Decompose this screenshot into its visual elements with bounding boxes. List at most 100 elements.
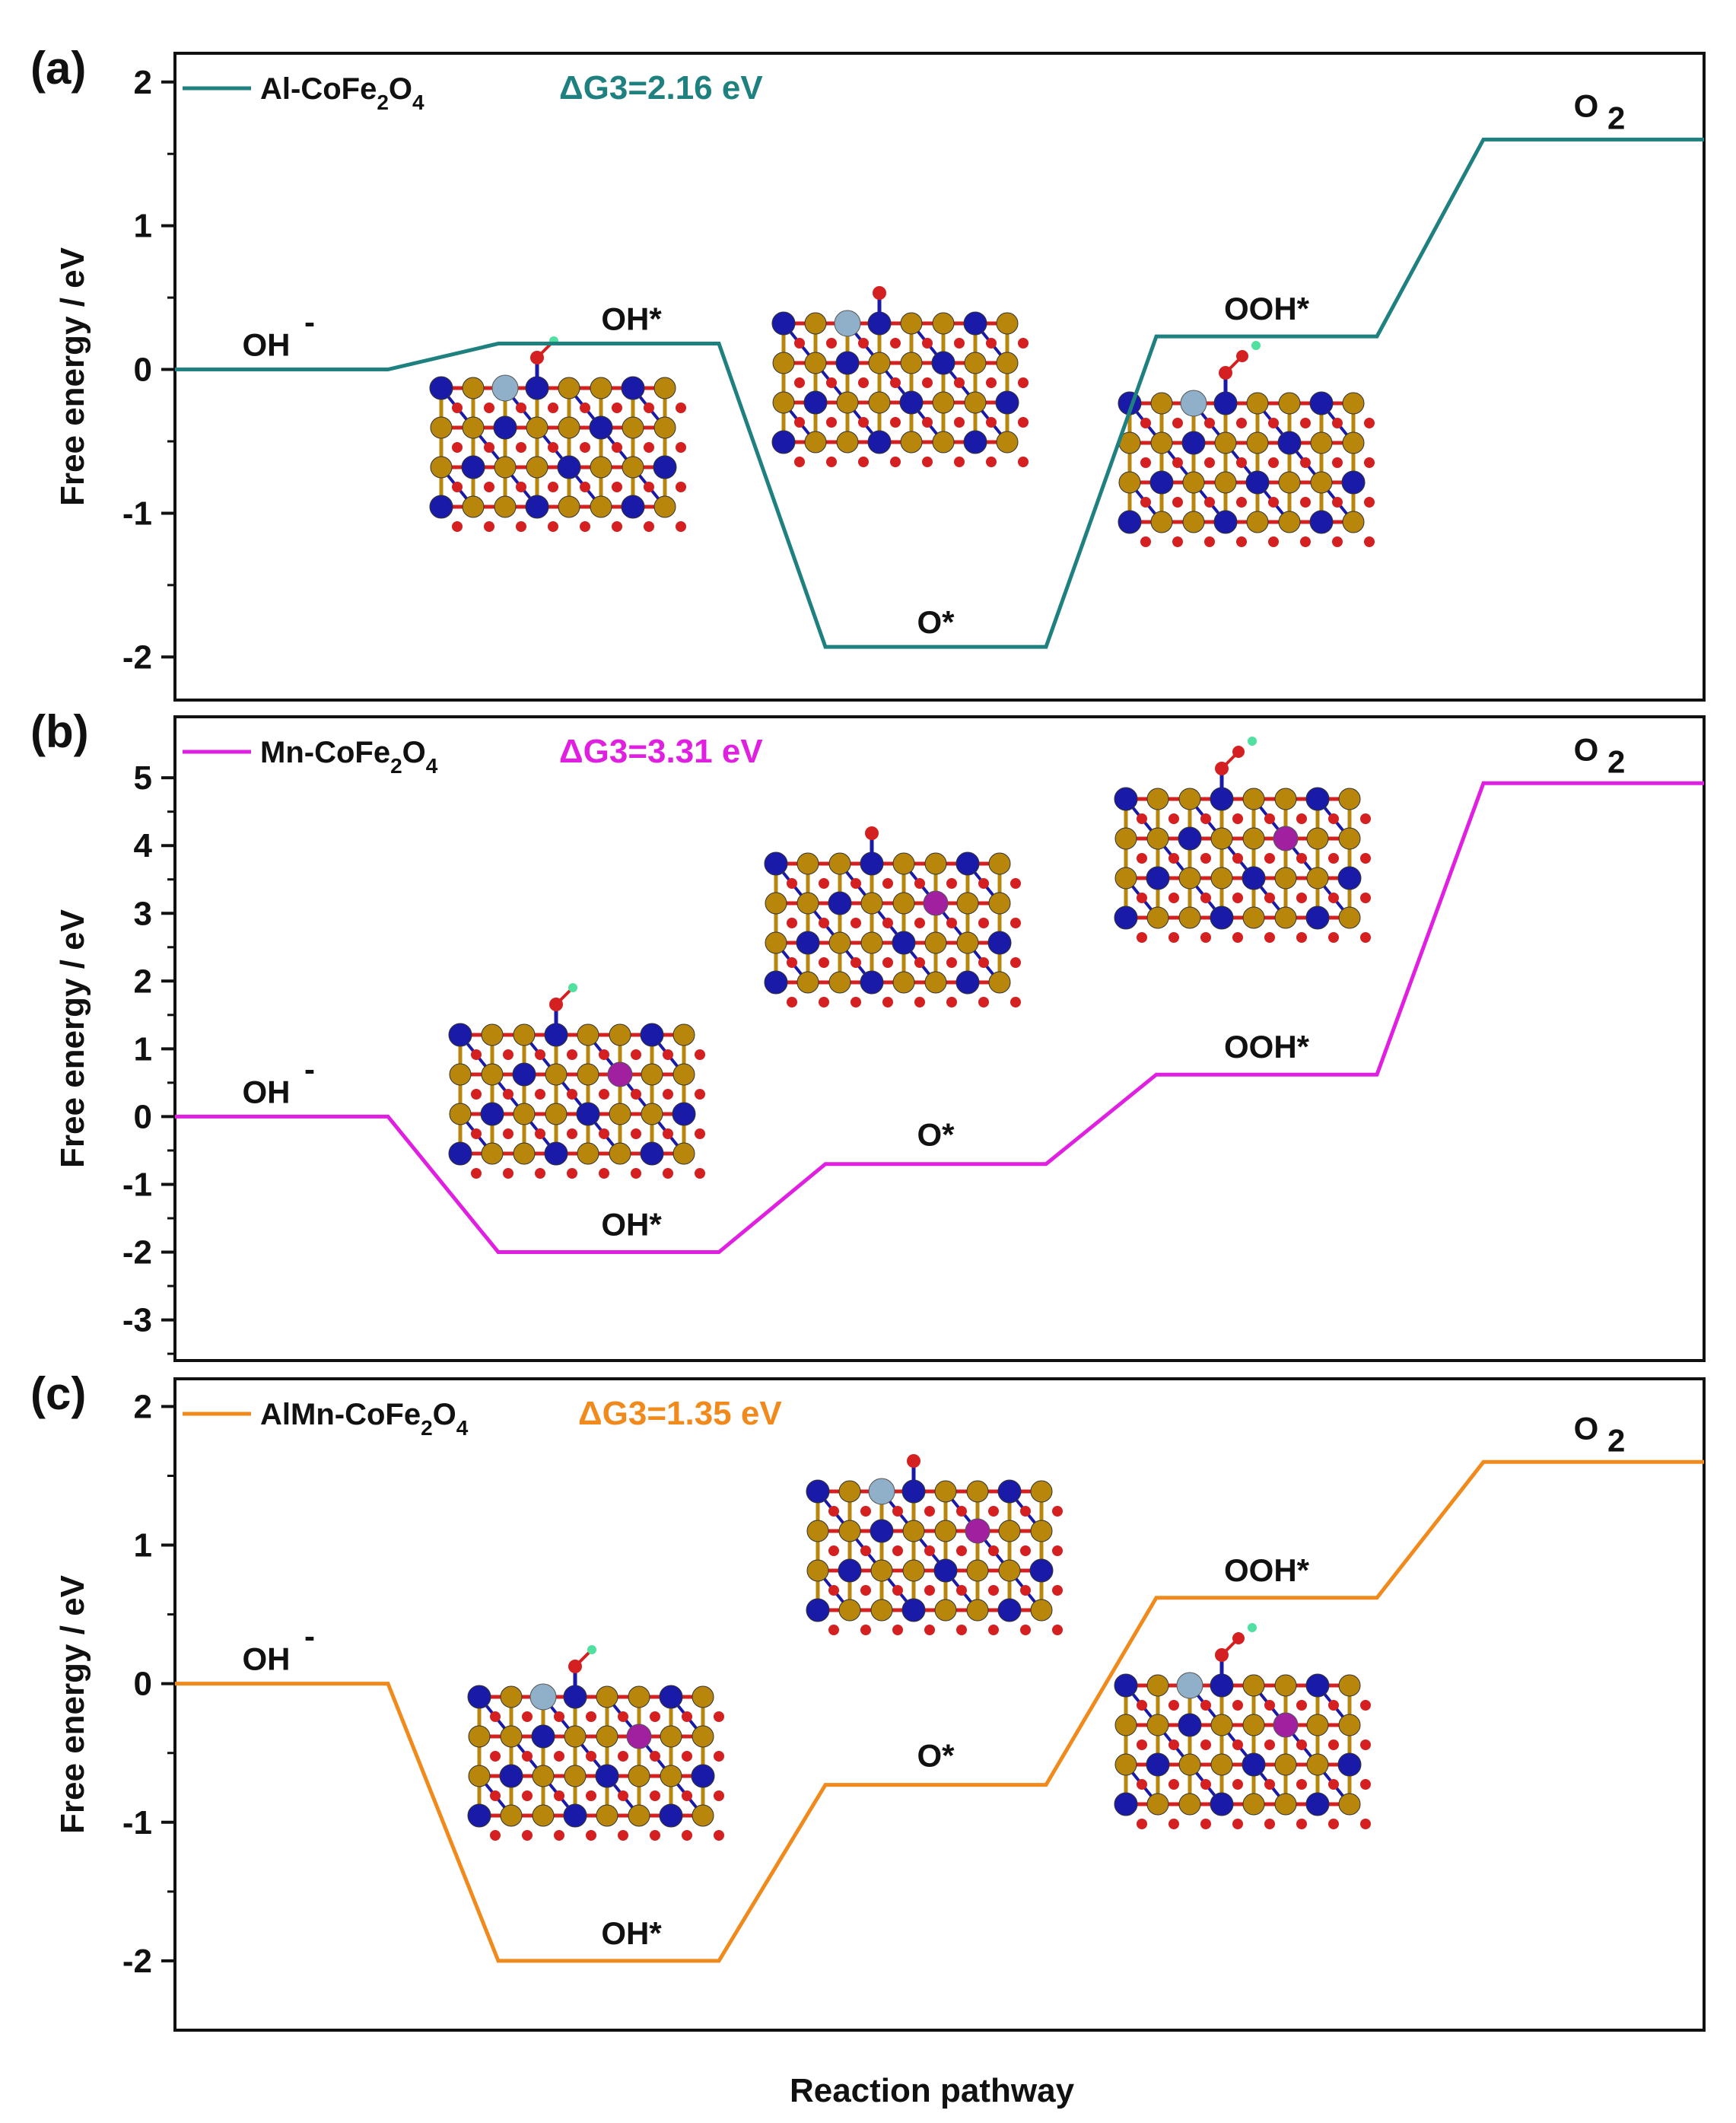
o-atom	[1232, 1700, 1243, 1711]
o-atom	[1360, 813, 1371, 824]
o-atom	[851, 997, 861, 1007]
o-atom	[1200, 853, 1211, 864]
o-atom	[978, 918, 989, 928]
fe-atom	[481, 1063, 504, 1086]
fe-atom	[1182, 511, 1205, 533]
o-atom	[1300, 418, 1311, 428]
fe-atom	[1338, 827, 1361, 850]
fe-atom	[1210, 867, 1233, 890]
o-atom	[682, 1830, 692, 1841]
o-atom	[890, 417, 901, 428]
co-atom	[557, 455, 581, 479]
co-atom	[621, 376, 645, 400]
state-label-ooh-star: OOH*	[1224, 1029, 1310, 1065]
o-atom	[1018, 377, 1029, 388]
fe-atom	[860, 892, 883, 915]
co-atom	[796, 931, 820, 955]
fe-atom	[481, 1142, 504, 1165]
o-atom	[522, 1711, 533, 1722]
fe-atom	[545, 1103, 568, 1125]
o-atom	[490, 1830, 501, 1841]
fe-atom	[1178, 867, 1201, 890]
fe-atom	[924, 931, 947, 954]
fe-atom	[628, 1804, 650, 1827]
fe-atom	[1310, 431, 1333, 454]
fe-atom	[796, 852, 819, 875]
y-tick-label: -2	[122, 638, 152, 676]
o-atom	[892, 1506, 903, 1517]
energy-pathway-line	[175, 1459, 1704, 1963]
o-atom	[612, 482, 622, 492]
y-tick-label: -3	[122, 1302, 152, 1339]
co-atom	[1210, 906, 1234, 930]
o-atom	[567, 1168, 577, 1179]
o-atom	[1052, 1625, 1063, 1635]
adsorbate-o-atom	[873, 286, 886, 300]
fe-atom	[641, 1103, 663, 1125]
o-atom	[986, 417, 997, 428]
o-atom	[548, 482, 558, 492]
o-atom	[1332, 536, 1343, 547]
fe-atom	[1242, 1714, 1265, 1736]
o-atom	[503, 1128, 513, 1139]
fe-atom	[932, 431, 955, 454]
co-atom	[1114, 906, 1138, 930]
fe-atom	[692, 1804, 714, 1827]
state-label-oh-minus: OH	[243, 1074, 291, 1109]
mn-dopant-atom	[965, 1518, 990, 1544]
o-atom	[535, 1049, 545, 1060]
o-atom	[695, 1168, 705, 1179]
co-atom	[1178, 826, 1202, 851]
co-atom	[987, 931, 1012, 955]
o-atom	[1332, 497, 1343, 508]
o-atom	[1268, 457, 1279, 468]
crystal-structure-inset	[771, 286, 1029, 467]
legend-label: Al-CoFe2O4	[260, 72, 424, 114]
o-atom	[1268, 418, 1279, 428]
o-atom	[954, 377, 965, 388]
o-atom	[1360, 893, 1371, 903]
o-atom	[612, 521, 622, 532]
o-atom	[787, 878, 797, 889]
o-atom	[522, 1751, 533, 1762]
o-atom	[682, 1751, 692, 1762]
o-atom	[1052, 1506, 1063, 1517]
o-atom	[612, 442, 622, 453]
co-atom	[803, 390, 828, 415]
co-atom	[480, 1102, 504, 1126]
co-atom	[467, 1685, 491, 1709]
o-atom	[1020, 1506, 1031, 1517]
fe-atom	[672, 1063, 695, 1086]
o-atom	[1264, 1819, 1275, 1829]
o-atom	[580, 521, 590, 532]
fe-atom	[998, 1559, 1021, 1582]
fe-atom	[1342, 431, 1365, 454]
o-atom	[599, 1168, 609, 1179]
fe-atom	[828, 852, 851, 875]
o-atom	[1200, 893, 1211, 903]
energy-pathway-line	[175, 781, 1704, 1255]
o-atom	[1018, 457, 1029, 467]
fe-atom	[1114, 1714, 1137, 1736]
o-atom	[516, 521, 526, 532]
o-atom	[1364, 457, 1375, 468]
o-atom	[1010, 878, 1021, 889]
fe-atom	[836, 391, 859, 414]
fe-atom	[628, 1765, 650, 1787]
fe-atom	[836, 431, 859, 454]
fe-atom	[430, 456, 453, 479]
o-atom	[1137, 1779, 1147, 1790]
fe-atom	[577, 1063, 599, 1086]
o-atom	[714, 1751, 724, 1762]
o-atom	[858, 417, 869, 428]
legend-label-sub: 4	[426, 754, 438, 778]
o-atom	[1052, 1545, 1063, 1556]
o-atom	[882, 918, 893, 928]
co-atom	[997, 1598, 1022, 1622]
fe-atom	[1242, 1793, 1265, 1816]
o-atom	[1140, 536, 1151, 547]
plot-frame	[173, 52, 1706, 702]
o-atom	[1364, 418, 1375, 428]
o-atom	[914, 997, 925, 1007]
